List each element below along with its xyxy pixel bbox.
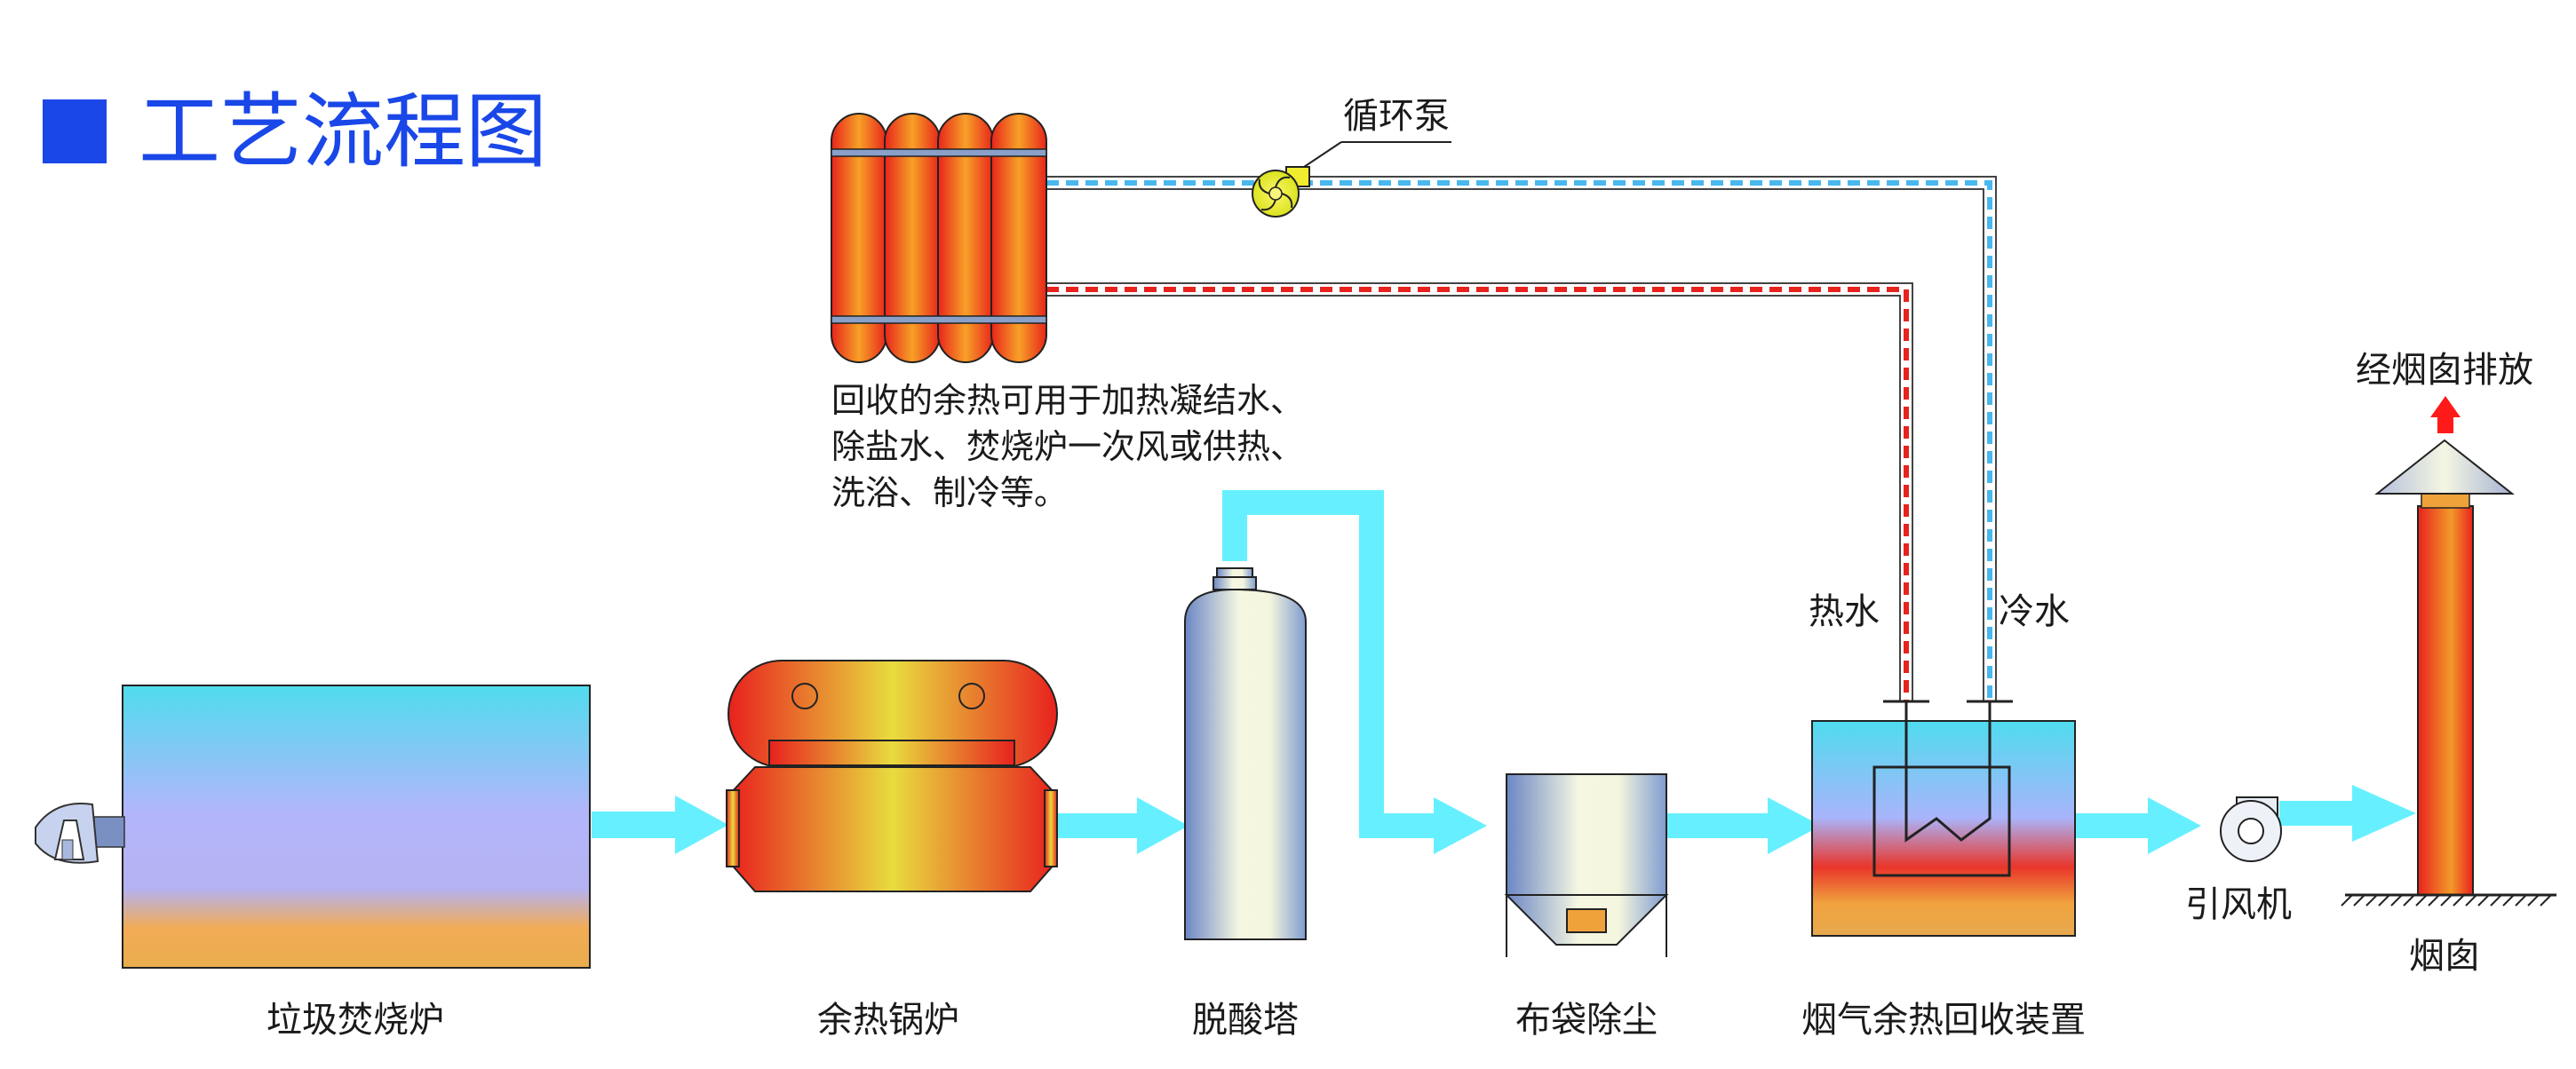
burner-icon: [35, 803, 125, 864]
title-marker: [43, 99, 107, 163]
boiler-body: [727, 766, 1058, 892]
boiler-manhole-right: [958, 683, 985, 709]
tower-top-flange: [1216, 567, 1253, 578]
bag-filter: 布袋除尘: [1504, 773, 1669, 1041]
filter-label: 布袋除尘: [1515, 1000, 1658, 1041]
gas-arrow-fan-chimney-head: [2352, 785, 2416, 842]
chimney-exhaust-label: 经烟囱排放: [2356, 350, 2533, 391]
heat-radiator: [831, 113, 1047, 363]
boiler-neck: [768, 740, 1015, 766]
chimney: 经烟囱排放 烟囱: [2341, 350, 2556, 977]
boiler-manhole-left: [791, 683, 818, 709]
pump-label: 循环泵: [1343, 96, 1450, 137]
pump-icon: [1252, 141, 1451, 218]
gas-arrow-incinerator-boiler-head: [675, 796, 728, 854]
gas-arrow-filter-recovery-shaft: [1666, 813, 1784, 838]
page-title: 工艺流程图: [139, 84, 547, 179]
gas-arrow-incinerator-boiler-shaft: [592, 812, 691, 838]
chimney-cap: [2374, 439, 2515, 495]
incinerator: 垃圾焚烧炉: [35, 685, 591, 1041]
arrow-up-icon: [2430, 396, 2461, 433]
recovery-label: 烟气余热回收装置: [1801, 1000, 2086, 1041]
radiator-top-header: [831, 148, 1047, 157]
recovery-coil-box: [1872, 765, 2011, 877]
cold-water-pipe: [1046, 176, 1997, 701]
heat-use-note: 回收的余热可用于加热凝结水、 除盐水、焚烧炉一次风或供热、 洗浴、制冷等。: [831, 381, 1304, 512]
boiler-outlet-flange: [1044, 789, 1058, 867]
hot-water-label: 热水: [1809, 591, 1880, 632]
note-line-3: 洗浴、制冷等。: [831, 473, 1068, 512]
radiator-column-4: [990, 113, 1047, 363]
cold-water-label: 冷水: [1999, 591, 2070, 632]
recovery-body: [1811, 720, 2076, 937]
radiator-bottom-header: [831, 315, 1047, 324]
gas-arrow-filter-recovery-head: [1768, 797, 1821, 854]
chimney-stack: [2417, 505, 2474, 896]
gas-arrow-boiler-tower-shaft: [1048, 813, 1148, 838]
chimney-label: 烟囱: [2409, 936, 2480, 977]
tower-label: 脱酸塔: [1192, 1000, 1299, 1041]
filter-dust-outlet: [1566, 908, 1607, 933]
deacid-tower: 脱酸塔: [1184, 567, 1307, 1041]
ground-hatching: [2341, 894, 2552, 907]
fan-label: 引风机: [2185, 884, 2292, 925]
incinerator-label: 垃圾焚烧炉: [266, 1000, 444, 1041]
chimney-top-ring: [2421, 493, 2470, 509]
note-line-1: 回收的余热可用于加热凝结水、: [831, 381, 1304, 420]
waste-heat-boiler: 余热锅炉: [726, 660, 1058, 1041]
tower-body: [1184, 588, 1307, 940]
boiler-label: 余热锅炉: [817, 1000, 959, 1041]
gas-duct-tower-to-filter: [1222, 490, 1457, 838]
heat-recovery-unit: 烟气余热回收装置: [1801, 700, 2086, 1041]
filter-body: [1506, 773, 1667, 896]
gas-arrow-recovery-fan-head: [2148, 797, 2201, 854]
gas-arrow-tower-filter-head: [1434, 797, 1487, 854]
note-line-2: 除盐水、焚烧炉一次风或供热、: [831, 427, 1304, 466]
recovery-coil: [1904, 799, 1992, 843]
boiler-inlet-flange: [726, 789, 740, 867]
gas-arrow-boiler-tower-head: [1137, 797, 1189, 854]
fan-icon: [2220, 796, 2282, 862]
hot-water-pipe: [1046, 282, 1913, 701]
incinerator-body: [122, 685, 591, 969]
tower-top-cap: [1212, 576, 1257, 590]
flue-gas-flow: [592, 490, 2416, 854]
